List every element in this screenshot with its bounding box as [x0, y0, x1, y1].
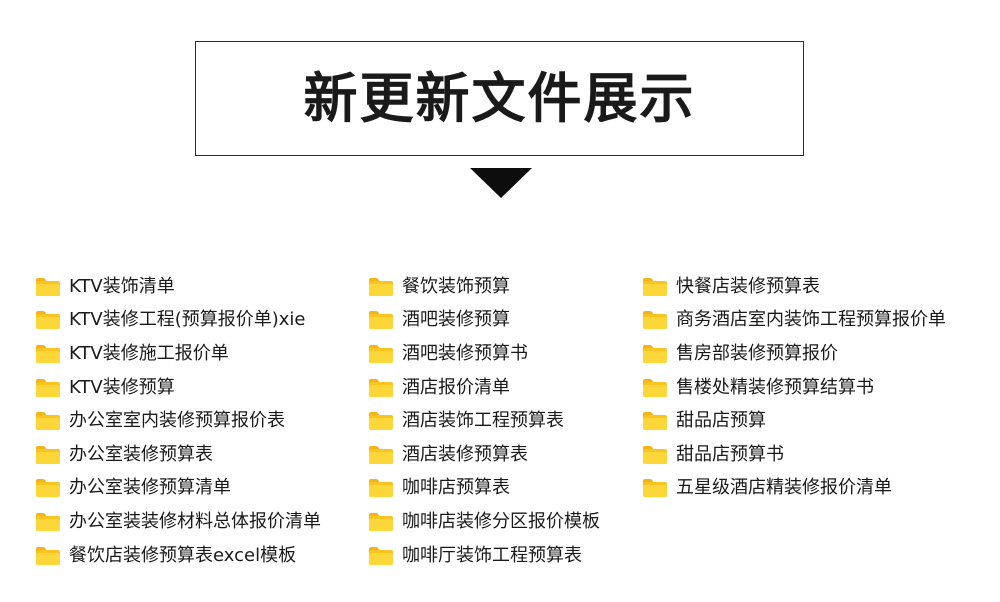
folder-icon — [369, 512, 393, 531]
folder-label: 咖啡店装修分区报价模板 — [402, 510, 600, 532]
folder-item[interactable]: 酒店报价清单 — [369, 371, 600, 405]
folder-label: 酒吧装修预算书 — [402, 342, 528, 364]
folder-item[interactable]: KTV装饰清单 — [36, 270, 321, 304]
folder-label: 咖啡店预算表 — [402, 477, 510, 499]
folder-item[interactable]: 餐饮装饰预算 — [369, 270, 600, 304]
folder-icon — [643, 445, 667, 464]
folder-icon — [369, 546, 393, 565]
folder-label: 办公室室内装修预算报价表 — [69, 410, 285, 432]
folder-item[interactable]: 甜品店预算书 — [643, 438, 946, 472]
folder-label: 办公室装装修材料总体报价清单 — [69, 510, 321, 532]
folder-label: 甜品店预算 — [676, 410, 766, 432]
folder-icon — [36, 311, 60, 330]
folder-item[interactable]: 咖啡店预算表 — [369, 472, 600, 506]
folder-label: 酒店装修预算表 — [402, 443, 528, 465]
file-column-2: 餐饮装饰预算酒吧装修预算酒吧装修预算书酒店报价清单酒店装饰工程预算表酒店装修预算… — [369, 270, 600, 572]
folder-label: 办公室装修预算清单 — [69, 477, 231, 499]
arrow-down-icon — [470, 168, 532, 198]
folder-label: KTV装修施工报价单 — [69, 342, 229, 364]
folder-label: 酒店报价清单 — [402, 376, 510, 398]
folder-icon — [369, 311, 393, 330]
folder-label: 五星级酒店精装修报价清单 — [676, 477, 892, 499]
folder-item[interactable]: 酒店装饰工程预算表 — [369, 404, 600, 438]
folder-icon — [369, 445, 393, 464]
folder-item[interactable]: 咖啡店装修分区报价模板 — [369, 505, 600, 539]
folder-icon — [36, 412, 60, 431]
folder-icon — [643, 277, 667, 296]
folder-icon — [36, 512, 60, 531]
folder-item[interactable]: 餐饮店装修预算表excel模板 — [36, 539, 321, 573]
folder-item[interactable]: 办公室装修预算表 — [36, 438, 321, 472]
folder-icon — [36, 479, 60, 498]
folder-icon — [36, 445, 60, 464]
folder-icon — [36, 378, 60, 397]
folder-item[interactable]: 售房部装修预算报价 — [643, 337, 946, 371]
folder-icon — [36, 344, 60, 363]
folder-label: KTV装修工程(预算报价单)xie — [69, 309, 306, 331]
folder-label: 酒吧装修预算 — [402, 309, 510, 331]
page-title: 新更新文件展示 — [303, 66, 696, 130]
folder-item[interactable]: 办公室装装修材料总体报价清单 — [36, 505, 321, 539]
folder-item[interactable]: KTV装修施工报价单 — [36, 337, 321, 371]
folder-label: 商务酒店室内装饰工程预算报价单 — [676, 309, 946, 331]
folder-label: 售楼处精装修预算结算书 — [676, 376, 874, 398]
folder-icon — [369, 378, 393, 397]
folder-label: 售房部装修预算报价 — [676, 342, 838, 364]
folder-icon — [36, 277, 60, 296]
folder-item[interactable]: 酒吧装修预算 — [369, 304, 600, 338]
file-column-3: 快餐店装修预算表商务酒店室内装饰工程预算报价单售房部装修预算报价售楼处精装修预算… — [643, 270, 946, 505]
folder-label: 快餐店装修预算表 — [676, 275, 820, 297]
folder-label: 办公室装修预算表 — [69, 443, 213, 465]
folder-icon — [369, 479, 393, 498]
folder-item[interactable]: 商务酒店室内装饰工程预算报价单 — [643, 304, 946, 338]
folder-icon — [369, 277, 393, 296]
folder-label: 餐饮装饰预算 — [402, 275, 510, 297]
folder-item[interactable]: 五星级酒店精装修报价清单 — [643, 472, 946, 506]
folder-label: 咖啡厅装饰工程预算表 — [402, 544, 582, 566]
folder-item[interactable]: 快餐店装修预算表 — [643, 270, 946, 304]
folder-icon — [369, 412, 393, 431]
folder-icon — [643, 344, 667, 363]
folder-item[interactable]: 酒吧装修预算书 — [369, 337, 600, 371]
folder-label: 餐饮店装修预算表excel模板 — [69, 544, 297, 566]
folder-label: 酒店装饰工程预算表 — [402, 410, 564, 432]
folder-icon — [369, 344, 393, 363]
folder-icon — [643, 412, 667, 431]
folder-icon — [643, 479, 667, 498]
folder-item[interactable]: 售楼处精装修预算结算书 — [643, 371, 946, 405]
folder-item[interactable]: 咖啡厅装饰工程预算表 — [369, 539, 600, 573]
folder-item[interactable]: 办公室室内装修预算报价表 — [36, 404, 321, 438]
folder-label: KTV装饰清单 — [69, 275, 175, 297]
folder-icon — [643, 378, 667, 397]
folder-item[interactable]: 甜品店预算 — [643, 404, 946, 438]
title-box: 新更新文件展示 — [195, 41, 804, 156]
folder-item[interactable]: KTV装修工程(预算报价单)xie — [36, 304, 321, 338]
folder-item[interactable]: 办公室装修预算清单 — [36, 472, 321, 506]
folder-item[interactable]: 酒店装修预算表 — [369, 438, 600, 472]
folder-label: 甜品店预算书 — [676, 443, 784, 465]
folder-item[interactable]: KTV装修预算 — [36, 371, 321, 405]
folder-label: KTV装修预算 — [69, 376, 175, 398]
folder-icon — [36, 546, 60, 565]
folder-icon — [643, 311, 667, 330]
